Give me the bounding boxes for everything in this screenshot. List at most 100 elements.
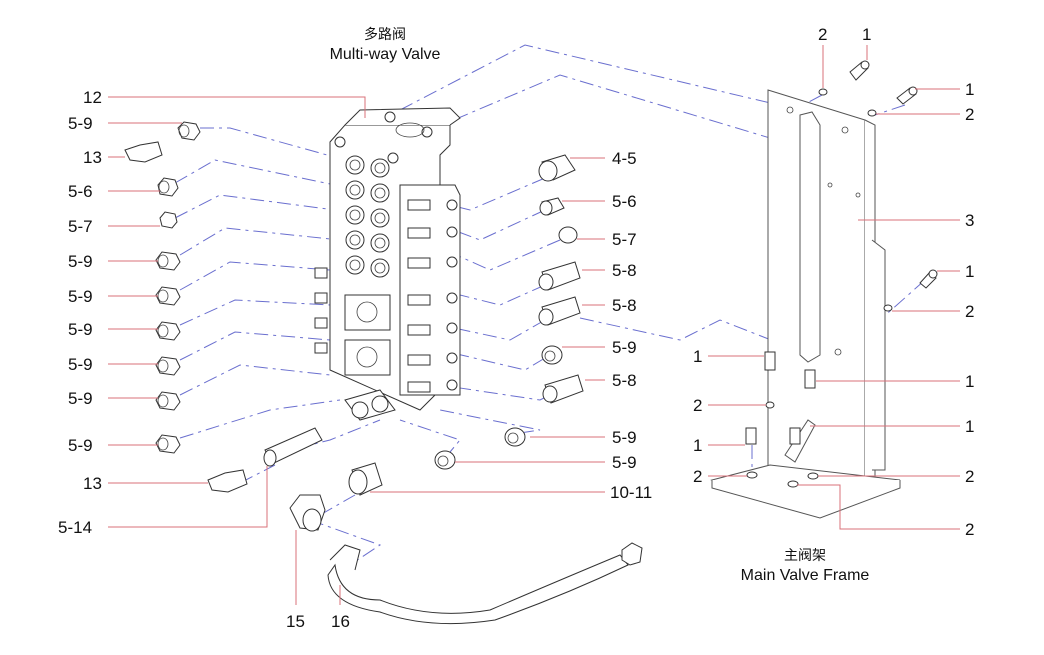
projection-line [444,239,561,271]
hose-assembly [289,494,643,625]
projection-line [439,349,546,371]
part-label: 1 [965,372,974,391]
fitting-5-6 [539,197,565,216]
part-label: 10-11 [610,483,652,502]
valve-ports [345,155,390,278]
part-label: 5-7 [612,230,637,249]
fitting-5-9 [155,434,181,454]
left-fittings [124,121,323,493]
fitting-5-9 [541,345,563,365]
main-valve-frame-title: 主阀架 Main Valve Frame [720,545,890,585]
top-bolt [334,136,346,148]
part-label: 5-9 [68,287,93,306]
valve-sub-block [344,339,391,376]
part-label: 12 [83,88,102,107]
part-label: 2 [693,467,702,486]
fitting-5-6 [157,177,179,197]
top-bolt [387,152,399,164]
elbow-13 [207,469,248,493]
fitting-10-11 [348,462,383,496]
part-label: 5-9 [612,453,637,472]
multiway-valve-assembly [314,107,461,421]
fitting-5-9 [434,450,456,470]
pipe-5-14 [263,427,323,467]
part-label: 5-8 [612,371,637,390]
left-part-labels: 12 5-9 13 5-6 5-7 5-9 5-9 5-9 5-9 5-9 5-… [58,88,102,537]
part-label: 2 [693,396,702,415]
fitting-5-8 [542,374,584,404]
leader-lines [108,45,960,605]
fitting-5-8 [538,261,581,291]
right-side-relief-valves [407,199,458,393]
part-label: 1 [693,347,702,366]
projection-line [179,299,331,326]
plug-5-7 [558,226,578,244]
projection-line [319,494,356,516]
frame-gusset [871,239,886,471]
fitting-5-9 [155,286,181,306]
part-label: 1 [862,25,871,44]
frame-base-edge [711,480,901,519]
part-label: 4-5 [612,149,637,168]
part-label: 13 [83,148,102,167]
part-label: 1 [965,80,974,99]
fitting-5-9 [155,251,181,271]
projection-line [309,519,382,566]
projection-line [439,409,541,434]
right-valve-part-labels: 4-5 5-6 5-7 5-8 5-8 5-9 5-8 5-9 5-9 10-1… [610,149,652,502]
part-label: 1 [693,436,702,455]
fitting-5-9 [504,427,526,447]
part-label: 1 [965,417,974,436]
projection-line-top-1 [399,44,801,125]
part-label: 2 [965,467,974,486]
fitting-5-8 [538,296,581,326]
multiway-valve-title-cn: 多路阀 [364,27,406,43]
bottom-part-labels: 15 16 [286,612,350,631]
part-label: 2 [965,520,974,539]
projection-line [179,227,341,256]
hose-fitting-16 [329,544,361,571]
part-label: 5-9 [612,338,637,357]
part-label: 5-9 [68,389,93,408]
part-label: 2 [818,25,827,44]
part-label: 15 [286,612,305,631]
fitting-5-9 [155,321,181,341]
part-label: 5-9 [68,320,93,339]
main-valve-frame-title-en: Main Valve Frame [740,567,870,584]
part-label: 3 [965,211,974,230]
part-label: 5-6 [612,192,637,211]
projection-line [179,399,341,439]
part-label: 13 [83,474,102,493]
projection-line [174,194,336,219]
frame-bolts [745,60,938,445]
top-bolt [384,111,396,123]
right-fittings [348,154,584,496]
projection-line [174,159,336,186]
part-label: 5-9 [68,355,93,374]
fitting-5-9 [155,356,181,376]
part-label: 5-7 [68,217,93,236]
fitting-5-9 [177,121,201,141]
part-label: 5-9 [68,252,93,271]
hose-16 [327,554,629,625]
projection-line [200,127,346,161]
part-label: 5-8 [612,261,637,280]
part-label: 1 [965,262,974,281]
part-label: 5-8 [612,296,637,315]
left-side-fittings [314,267,328,354]
part-label: 16 [331,612,350,631]
projection-line [874,104,906,116]
top-bolt [421,126,433,138]
part-label: 5-9 [68,114,93,133]
part-label: 5-14 [58,518,92,537]
frame-slot [799,111,821,363]
projection-line-top-2 [429,74,811,151]
projection-line [179,331,331,361]
multiway-valve-title: 多路阀 Multi-way Valve [300,24,470,64]
top-port [395,122,425,138]
fitting-4-5 [538,154,576,182]
part-label: 5-9 [68,436,93,455]
elbow-13 [124,141,163,163]
projection-line [439,319,546,341]
